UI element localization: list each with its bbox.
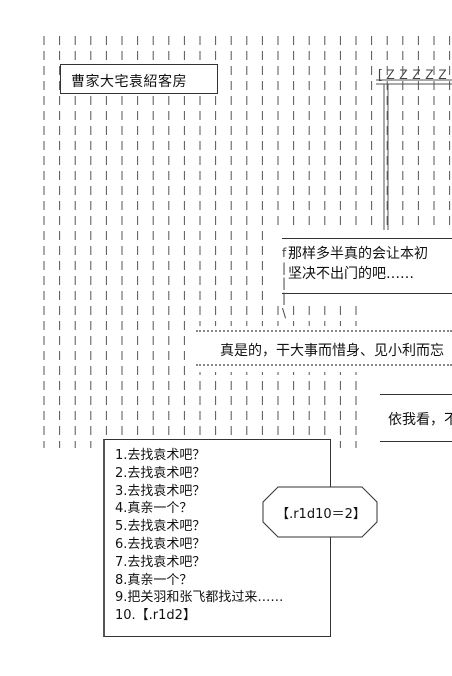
choice-item[interactable]: 2.去找袁术吧？ [115, 465, 206, 481]
choice-item[interactable]: 10.【.r1d2】 [115, 608, 196, 624]
narration-text: 真是的，干大事而惜身、见小利而忘 [220, 343, 444, 359]
octagon-frame [262, 486, 378, 538]
bubble-frame [282, 238, 452, 294]
bubble-tail: f|||\ [282, 246, 287, 320]
dialogue-text: 依我看，不 [388, 412, 452, 428]
choice-item[interactable]: 4.真亲一个？ [115, 501, 193, 517]
choice-item[interactable]: 5.去找袁术吧？ [115, 519, 206, 535]
choice-item[interactable]: 1.去找袁术吧？ [115, 448, 206, 463]
svg-text:[ＺＺＺＺＺ: [ＺＺＺＺＺ [376, 68, 449, 83]
choice-item[interactable]: 6.去找袁术吧？ [115, 536, 206, 552]
choice-item[interactable]: 9.把关羽和张飞都找过来…… [115, 590, 284, 606]
dialogue-line: 那样多半真的会让本初 [288, 246, 428, 262]
bubble-frame [380, 394, 452, 442]
dotted-border [196, 330, 452, 332]
dotted-border [196, 364, 452, 366]
choice-item[interactable]: 3.去找袁术吧？ [115, 483, 206, 499]
choice-item[interactable]: 8.真亲一个？ [115, 572, 193, 588]
dialogue-bubble-2: 依我看，不 [370, 388, 452, 450]
choice-list: 1.去找袁术吧？ 2.去找袁术吧？ 3.去找袁术吧？ 4.真亲一个？ 5.去找袁… [103, 439, 331, 637]
location-label: 曹家大宅袁紹客房 [60, 64, 218, 94]
roll-text: 【.r1d10＝2】 [276, 507, 366, 522]
dialogue-bubble-1: f|||\ 那样多半真的会让本初 坚决不出门的吧…… [272, 230, 452, 320]
dice-roll-result: 【.r1d10＝2】 [262, 486, 378, 538]
narration-strip: 真是的，干大事而惜身、见小利而忘 [196, 326, 452, 372]
dialogue-line: 坚决不出门的吧…… [288, 266, 414, 282]
dialogue-text: 那样多半真的会让本初 坚决不出门的吧…… [288, 244, 428, 284]
choice-item[interactable]: 7.去找袁术吧？ [115, 554, 206, 570]
